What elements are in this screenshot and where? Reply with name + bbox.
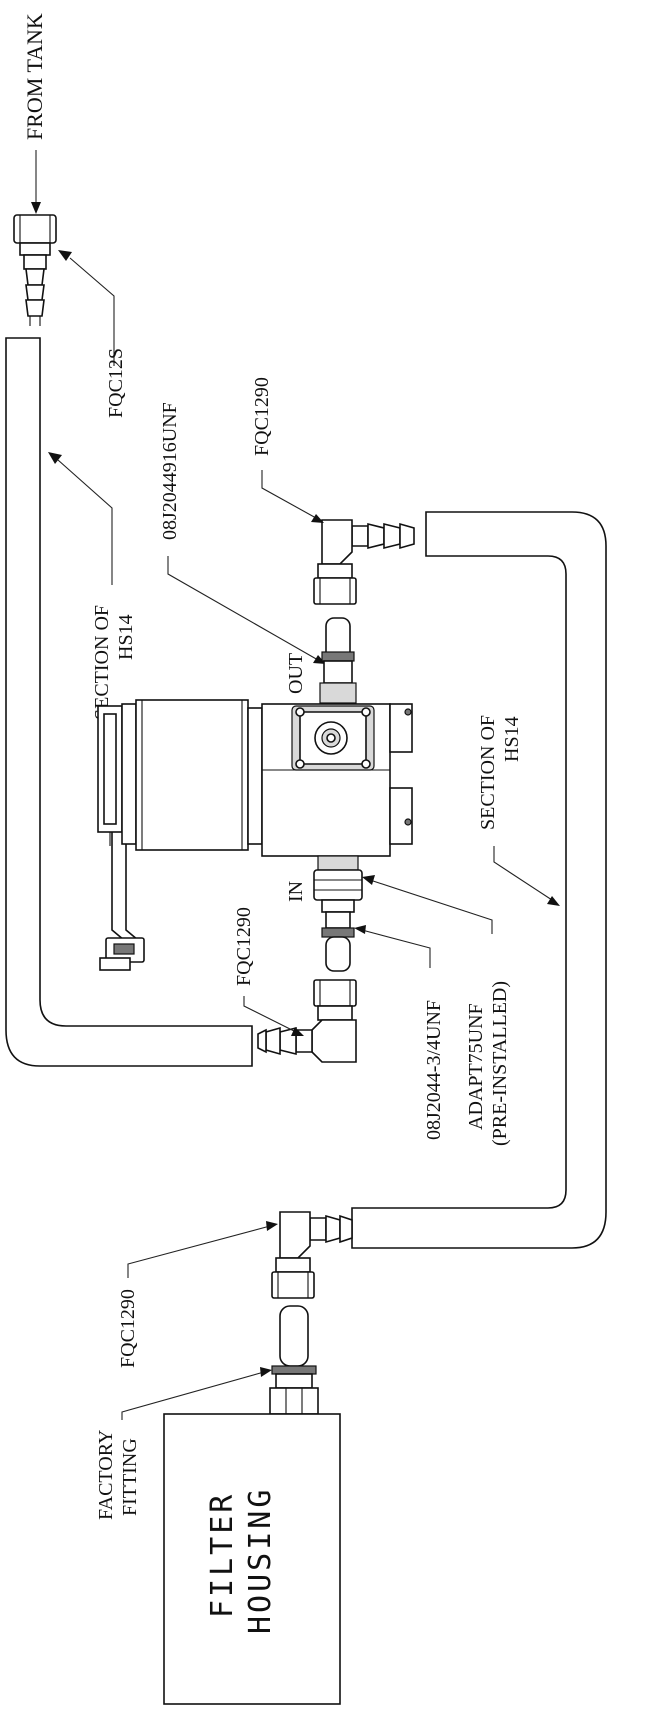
- filter-housing-label-line1: FILTER: [205, 1492, 240, 1618]
- fqc1290-middle-label: FQC1290: [233, 907, 255, 986]
- fqc12s-connector: [13, 214, 57, 326]
- section-hs14-right-label-line2: HS14: [501, 716, 523, 762]
- fqc1290-middle-callout: FQC1290: [233, 907, 304, 1036]
- fqc12s-callout: FQC12S: [58, 250, 127, 418]
- factory-fitting-label-line2: FITTING: [119, 1438, 141, 1516]
- section-hs14-right-label-line1: SECTION OF: [477, 715, 499, 830]
- fqc1290-top-label: FQC1290: [251, 377, 273, 456]
- from-tank-label: FROM TANK: [22, 13, 47, 140]
- fuel-pump: [97, 699, 413, 971]
- from-tank-arrow: [31, 202, 41, 214]
- fqc1290-middle-connector: [257, 979, 357, 1063]
- section-hs14-right-callout: SECTION OF HS14: [477, 715, 560, 906]
- fitting-08j2044-34unf-callout: 08J2044-3/4UNF: [354, 925, 445, 1140]
- fitting-08j2044916unf-callout: 08J2044916UNF: [159, 402, 326, 664]
- section-hs14-left-label-line2: HS14: [115, 614, 137, 660]
- section-hs14-left-label-line1: SECTION OF: [91, 605, 113, 720]
- in-label: IN: [285, 881, 307, 902]
- hose-left-hs14: [5, 337, 253, 1067]
- pump-outlet-fitting: [319, 617, 357, 704]
- adapt75unf-callout: ADAPT75UNF (PRE-INSTALLED): [362, 875, 511, 1146]
- fqc1290-bottom-callout: FQC1290: [117, 1221, 278, 1368]
- fitting-08j2044-34unf-label: 08J2044-3/4UNF: [423, 1000, 445, 1140]
- fqc1290-bottom-label: FQC1290: [117, 1289, 139, 1368]
- pump-inlet-fitting: [321, 911, 355, 972]
- pump-inlet-adapter: [313, 855, 363, 913]
- filter-housing: FILTER HOUSING: [163, 1413, 341, 1705]
- adapt75unf-label-line2: (PRE-INSTALLED): [489, 981, 511, 1146]
- adapt75unf-label-line1: ADAPT75UNF: [465, 1003, 487, 1130]
- fqc12s-label: FQC12S: [105, 348, 127, 418]
- section-hs14-left-callout: SECTION OF HS14: [48, 452, 137, 720]
- fqc1290-top-callout: FQC1290: [251, 377, 324, 523]
- hose-right-hs14: [351, 511, 607, 1249]
- factory-fitting-label-line1: FACTORY: [95, 1430, 117, 1520]
- fitting-08j2044916unf-label: 08J2044916UNF: [159, 402, 181, 540]
- from-tank-callout: FROM TANK: [22, 13, 47, 214]
- out-label: OUT: [285, 653, 307, 694]
- factory-fitting: [269, 1305, 319, 1415]
- fqc1290-bottom-connector: [271, 1211, 353, 1299]
- filter-housing-label-line2: HOUSING: [243, 1487, 278, 1634]
- fqc1290-top-connector: [313, 519, 415, 605]
- factory-fitting-callout: FACTORY FITTING: [95, 1367, 272, 1520]
